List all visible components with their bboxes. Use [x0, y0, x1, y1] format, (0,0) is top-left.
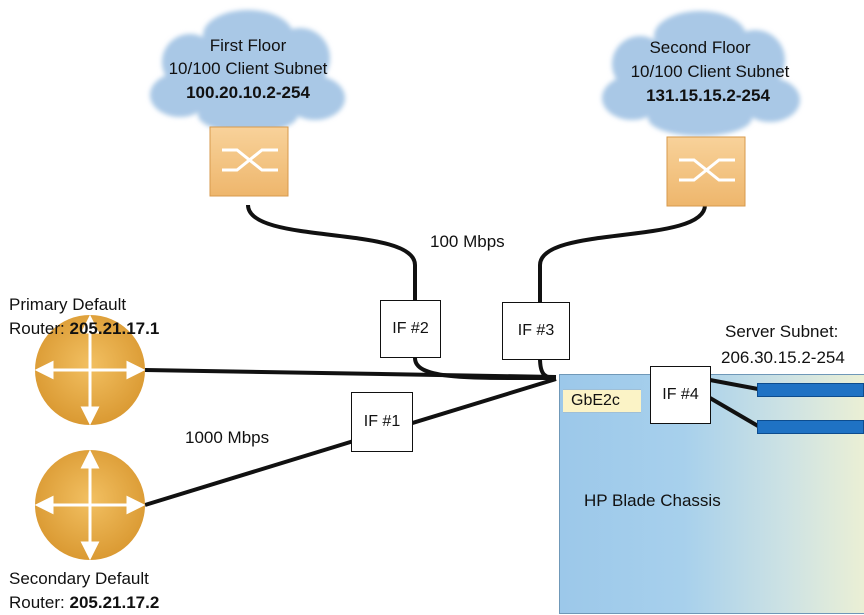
second-floor-subnet-label: 10/100 Client Subnet [630, 62, 790, 81]
speed-1000-label: 1000 Mbps [185, 428, 270, 447]
primary-router-line1: Primary Default [9, 295, 127, 314]
primary-router-prefix: Router: [9, 319, 70, 338]
secondary-router-prefix: Router: [9, 593, 70, 612]
server-subnet-ip-range: 206.30.15.2-254 [721, 348, 845, 367]
router-icon-primary [34, 314, 146, 426]
first-floor-subnet-label: 10/100 Client Subnet [168, 59, 328, 78]
first-floor-title: First Floor [209, 36, 287, 55]
cloud-first-floor [150, 10, 345, 133]
interface-if1: IF #1 [351, 392, 413, 452]
server-bar-2 [757, 420, 864, 434]
cable-second-switch [538, 204, 707, 302]
chassis-label: HP Blade Chassis [584, 491, 721, 510]
interface-if2: IF #2 [380, 300, 441, 358]
cable-first-switch [246, 204, 417, 300]
second-floor-title: Second Floor [649, 38, 751, 57]
secondary-router-line1: Secondary Default [9, 569, 149, 588]
switch-icon-second-floor [666, 136, 746, 207]
secondary-router-ip: 205.21.17.2 [69, 593, 160, 612]
speed-100-label: 100 Mbps [430, 232, 505, 251]
switch-icon-first-floor [209, 126, 289, 197]
server-subnet-label: Server Subnet: [725, 322, 839, 341]
cloud-second-floor [602, 11, 800, 136]
cable-primary-router [144, 368, 557, 379]
second-floor-ip-range: 131.15.15.2-254 [646, 86, 770, 105]
gbe2c-switch-module: GbE2c [563, 389, 641, 413]
interface-if3: IF #3 [502, 302, 570, 360]
server-bar-1 [757, 383, 864, 397]
cable-secondary-router [144, 377, 557, 507]
router-icon-secondary [34, 449, 146, 561]
primary-router-ip: 205.21.17.1 [69, 319, 160, 338]
interface-if4: IF #4 [650, 366, 711, 424]
secondary-router-line2: Router: 205.21.17.2 [9, 592, 159, 613]
primary-router-line2: Router: 205.21.17.1 [9, 318, 159, 339]
first-floor-ip-range: 100.20.10.2-254 [186, 83, 310, 102]
